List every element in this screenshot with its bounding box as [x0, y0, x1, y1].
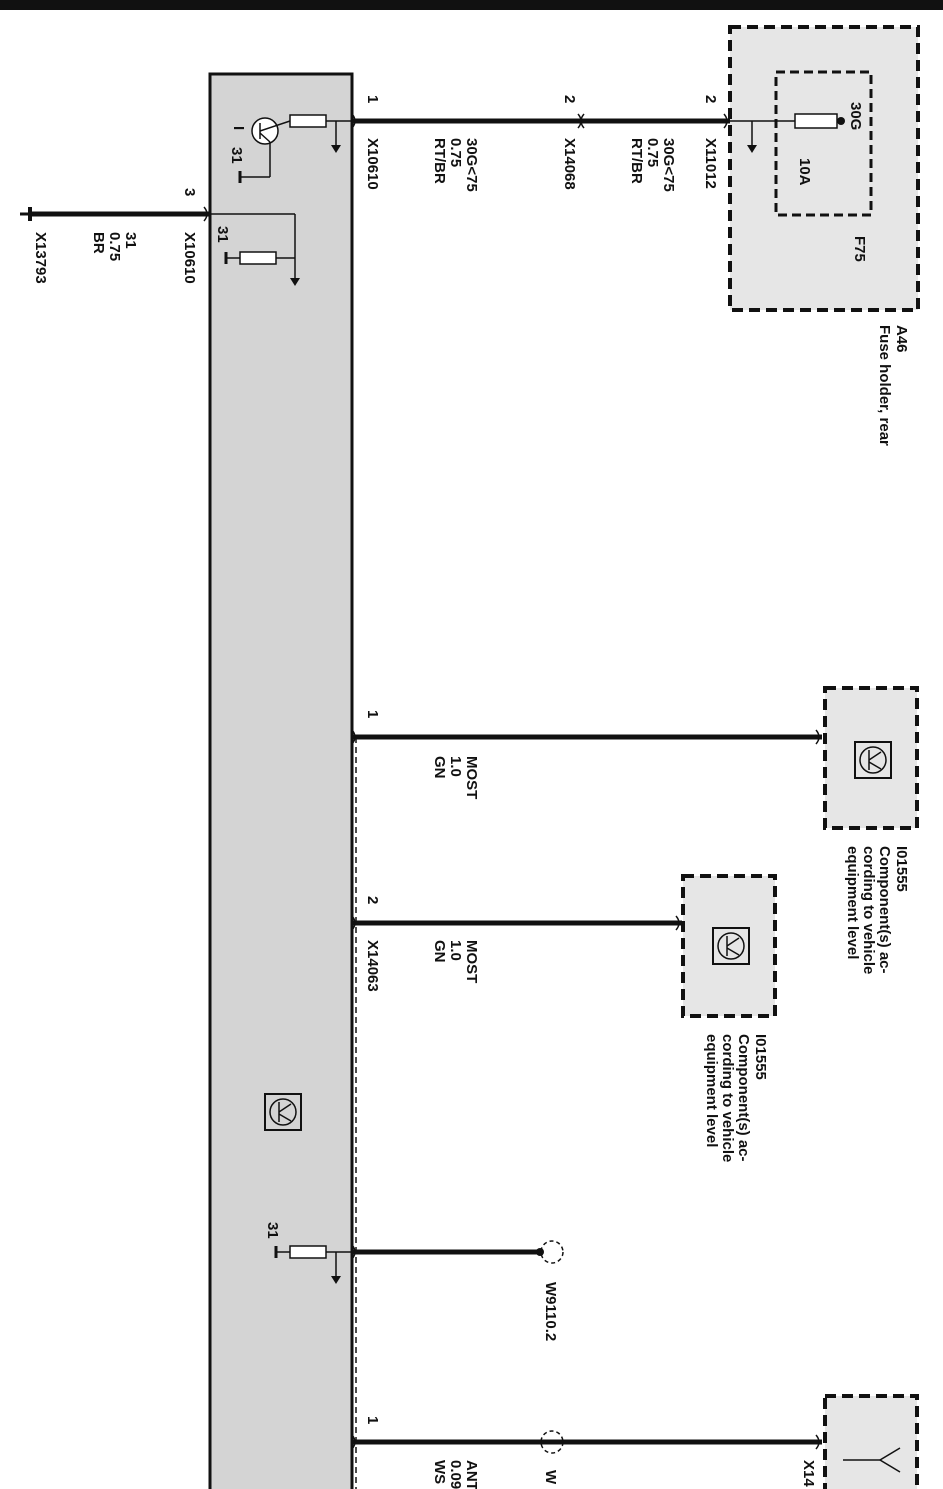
splice-id-partial: W	[542, 1470, 559, 1485]
fuse-icon	[730, 113, 845, 153]
fuse-terminal: 30G	[847, 102, 864, 130]
component-desc-line1: Component(s) ac-	[876, 846, 893, 974]
splice-point	[540, 1430, 564, 1454]
pin-number: 3	[181, 188, 198, 196]
wire-label-line2: 0.75	[106, 232, 123, 261]
fuse-holder-box	[728, 25, 920, 312]
resistor-icon	[289, 114, 352, 153]
component-1-box	[823, 686, 919, 830]
wire-label-line3: BR	[90, 232, 107, 254]
wire-label-line1: MOST	[463, 756, 480, 799]
pin-number: 1	[364, 710, 381, 718]
most-network-icon	[264, 1093, 302, 1131]
wire-label-line2: 0.09	[447, 1460, 464, 1489]
component-1: I01555 Component(s) ac- cording to vehic…	[823, 686, 919, 974]
most-wire-2	[351, 915, 682, 931]
antenna-component: X14	[800, 1394, 919, 1489]
ground-point-id: X13793	[32, 232, 49, 284]
top-border	[0, 0, 943, 10]
transistor-icon	[238, 117, 291, 183]
fuse-box	[774, 70, 873, 217]
wire-label-line3: GN	[431, 940, 448, 963]
control-module: 31 I 31 31	[208, 72, 357, 1489]
pin-number: 2	[364, 896, 381, 904]
component-desc-line3: equipment level	[703, 1034, 720, 1147]
component-id: I01555	[752, 1034, 769, 1080]
pin-number: 2	[561, 95, 578, 103]
splice-point	[540, 1240, 564, 1264]
ground-wire	[20, 206, 210, 222]
wire-label-line1: 30G<75	[660, 138, 677, 192]
wire-label-line1: ANT	[463, 1460, 480, 1489]
transistor-pin-mark: I	[230, 126, 247, 130]
pin-number: 1	[364, 1416, 381, 1424]
wire-label-line1: 30G<75	[463, 138, 480, 192]
resistor-icon	[210, 213, 300, 286]
internal-ground-label: 31	[228, 147, 245, 164]
pin-number: 2	[702, 95, 719, 103]
wire-label-line1: 31	[122, 232, 139, 249]
component-id: I01555	[893, 846, 910, 892]
most-network-icon	[712, 927, 750, 965]
connector-id: X11012	[702, 138, 719, 189]
wire-label-line2: 1.0	[447, 940, 464, 961]
most-wire-1	[351, 729, 822, 745]
component-desc-line1: Component(s) ac-	[735, 1034, 752, 1162]
internal-ground-label: 31	[214, 226, 231, 243]
connector-id: X14068	[561, 138, 578, 190]
splice-wire	[351, 1240, 564, 1264]
wire-label-line2: 0.75	[644, 138, 661, 167]
antenna-connector-id: X14	[800, 1460, 817, 1487]
component-2: I01555 Component(s) ac- cording to vehic…	[681, 874, 777, 1162]
fuse-holder-id: A46	[893, 325, 910, 353]
fuse-holder: 30G 10A F75 A46 Fuse holder, rear	[728, 25, 920, 446]
fuse-holder-name: Fuse holder, rear	[876, 325, 893, 446]
fuse-id: F75	[851, 236, 868, 262]
wire-label-line2: 1.0	[447, 756, 464, 777]
connector-id: X10610	[364, 138, 381, 190]
module-body	[208, 72, 354, 1489]
ground-icon	[20, 207, 32, 221]
wire-label-line3: RT/BR	[628, 138, 645, 184]
fuse-rating: 10A	[796, 158, 813, 186]
most-network-icon	[854, 741, 892, 779]
pin-number: 1	[364, 95, 381, 103]
internal-ground-label: 31	[264, 1222, 281, 1239]
wire-label-line3: WS	[431, 1460, 448, 1484]
antenna-box	[823, 1394, 919, 1489]
component-desc-line2: cording to vehicle	[860, 846, 877, 974]
connector-id: X10610	[181, 232, 198, 284]
component-desc-line3: equipment level	[844, 846, 861, 959]
resistor-icon	[274, 1245, 352, 1284]
antenna-wire	[351, 1430, 822, 1454]
wire-label-line3: GN	[431, 756, 448, 779]
wire-label-line2: 0.75	[447, 138, 464, 167]
connector-id: X14063	[364, 940, 381, 992]
antenna-icon	[843, 1447, 901, 1473]
wire-label-line1: MOST	[463, 940, 480, 983]
wire-label-line3: RT/BR	[431, 138, 448, 184]
splice-id: W9110.2	[542, 1282, 559, 1341]
power-wire	[351, 113, 730, 129]
component-desc-line2: cording to vehicle	[719, 1034, 736, 1162]
component-2-box	[681, 874, 777, 1018]
